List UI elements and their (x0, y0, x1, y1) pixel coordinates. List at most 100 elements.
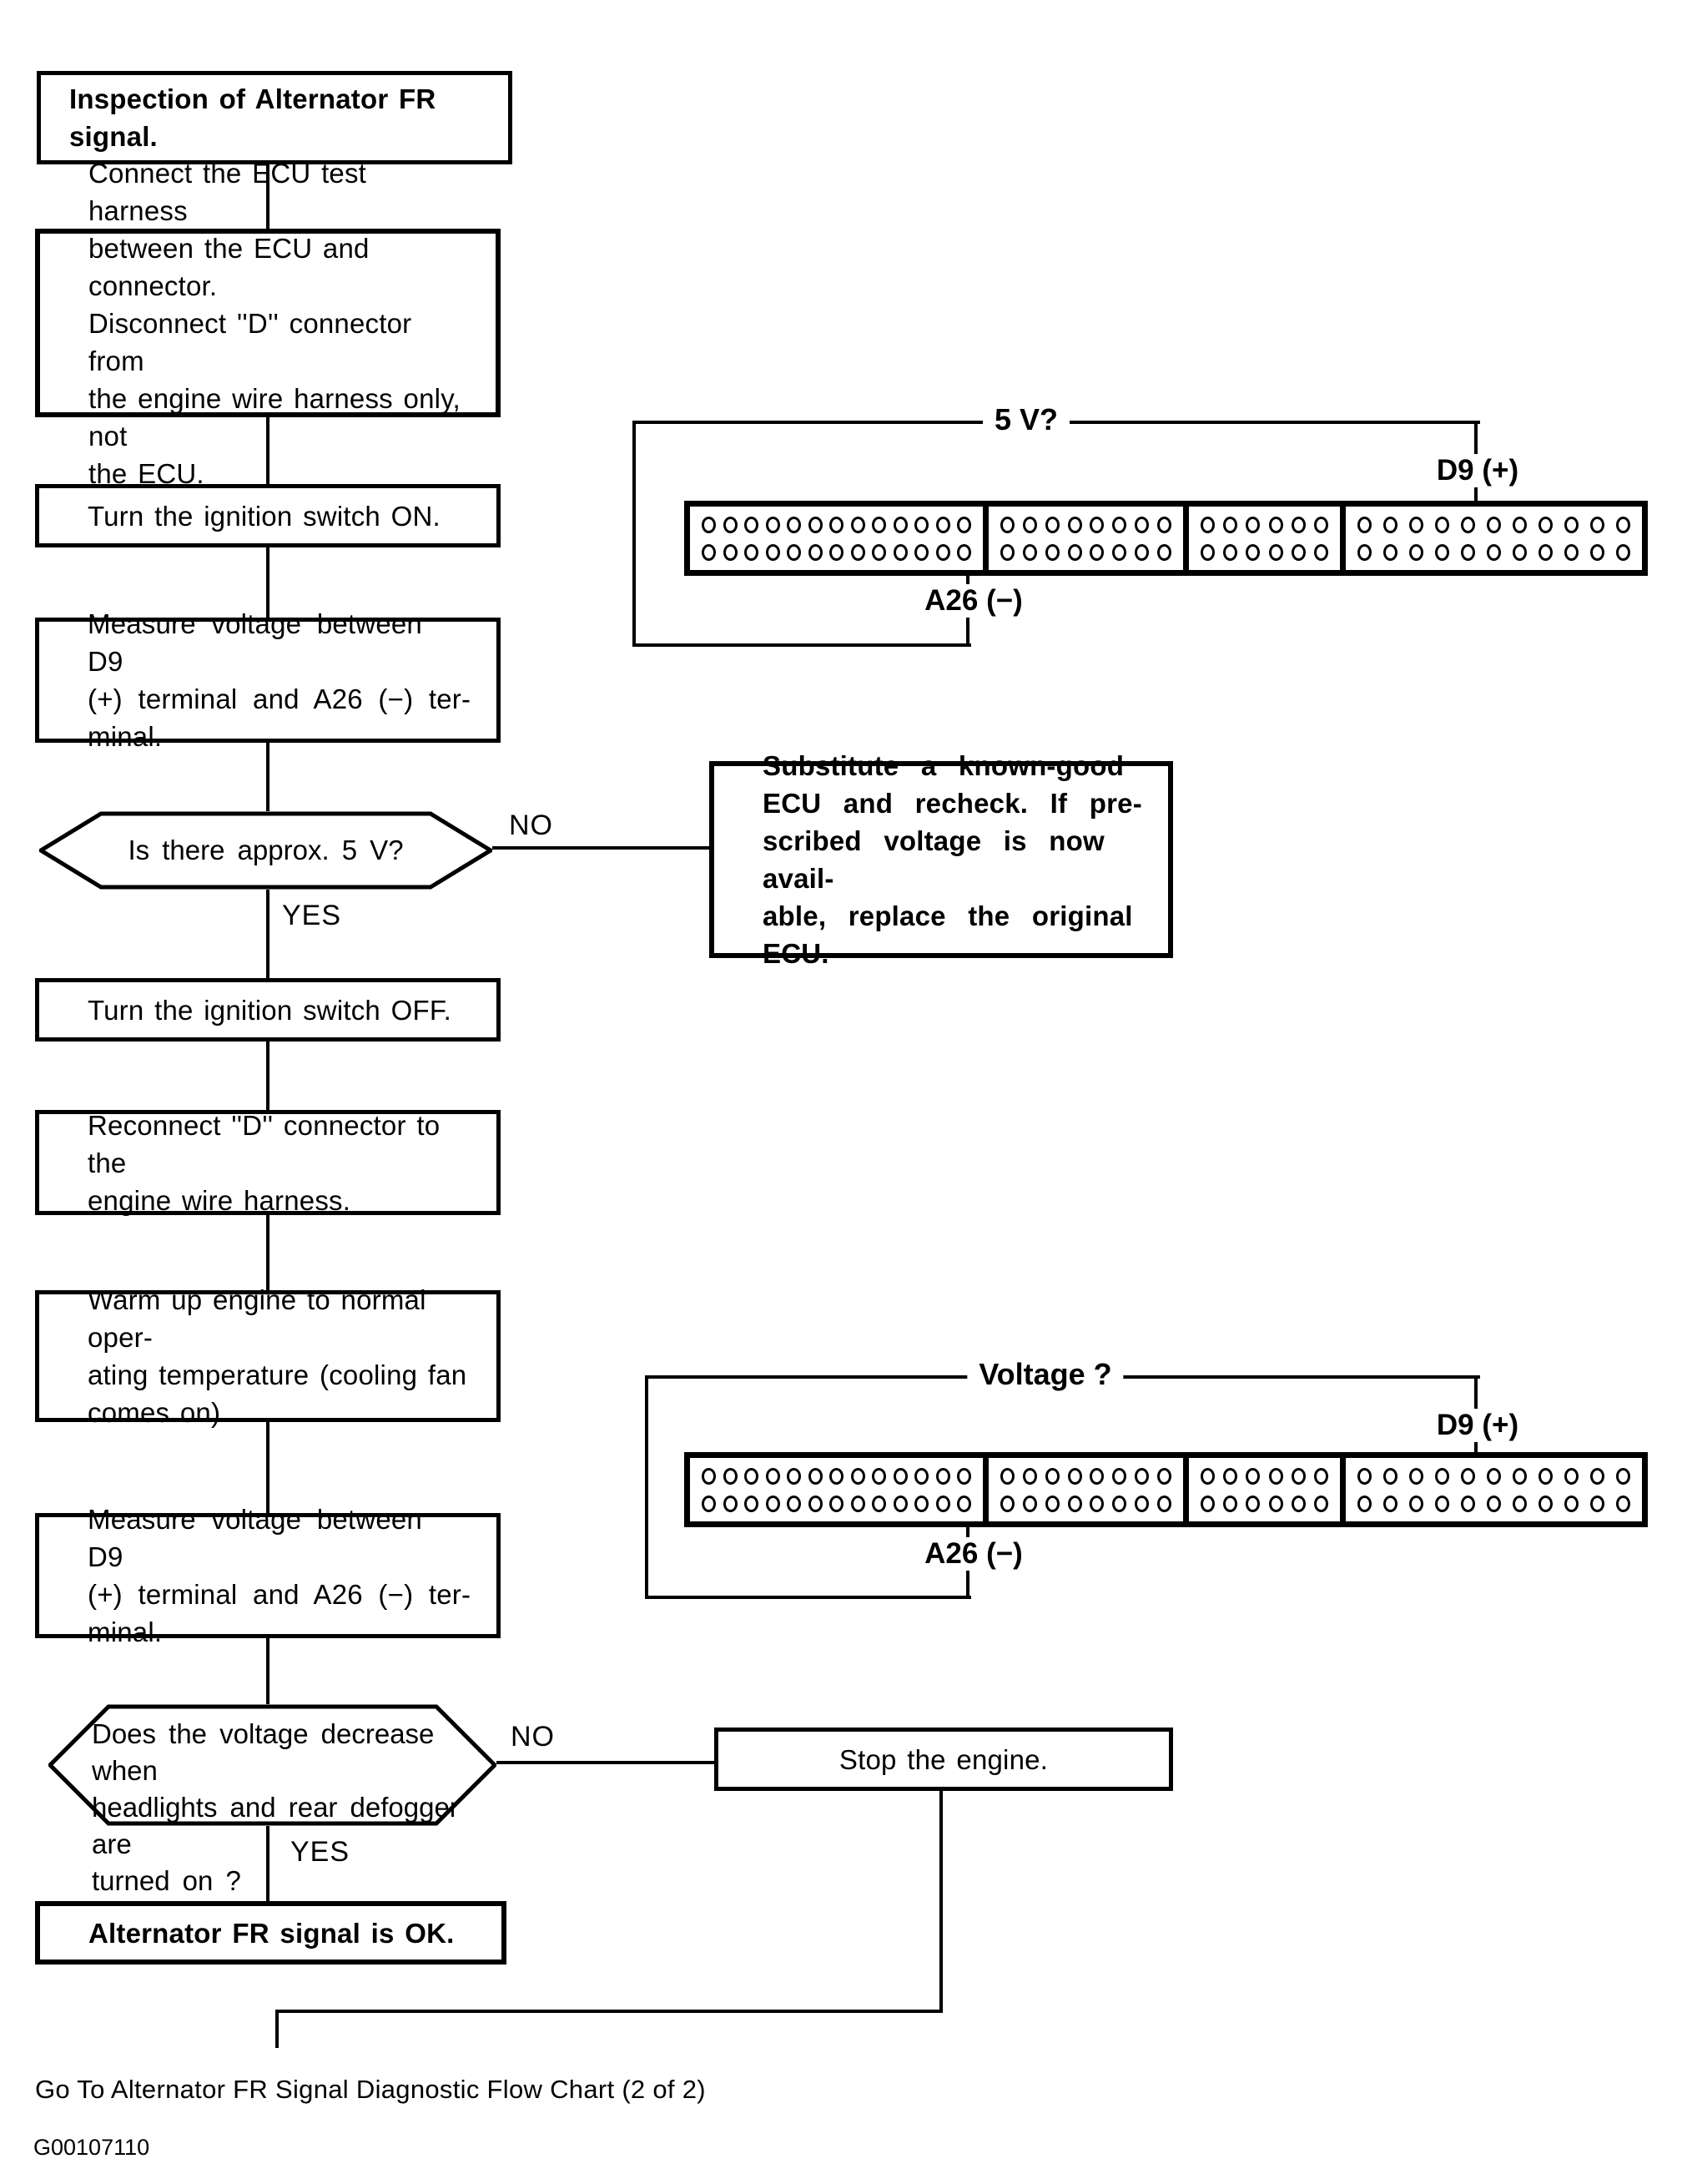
continuation-chart-reference: Go To Alternator FR Signal Diagnostic Fl… (35, 2075, 706, 2104)
pin-circle (1223, 516, 1238, 533)
continuation-line (275, 2010, 943, 2013)
pin-circle (957, 516, 971, 533)
pin-row (1357, 1462, 1630, 1490)
pin-circle (1461, 1495, 1475, 1512)
pin-circle (1090, 1495, 1105, 1512)
flow-line (266, 547, 269, 618)
pin-circle (744, 1467, 758, 1485)
continuation-line (275, 2010, 279, 2048)
pin-circle (1538, 516, 1553, 533)
pin-circle (1223, 1467, 1238, 1485)
pin-circle (1313, 1467, 1328, 1485)
pin-circle (829, 1495, 844, 1512)
pin-circle (1435, 1495, 1449, 1512)
step-text: Turn the ignition switch OFF. (88, 994, 451, 1026)
step-inspection-title: Inspection of Alternator FR signal. (37, 71, 512, 164)
pin-circle (1590, 1495, 1604, 1512)
pin-circle (1590, 516, 1604, 533)
decision-text: Does the voltage decrease when headlight… (92, 1718, 459, 1896)
pin-circle (872, 516, 886, 533)
step-warm-up-engine: Warm up engine to normal oper- ating tem… (35, 1284, 501, 1428)
pin-circle (1357, 543, 1372, 561)
connector-section (1189, 1458, 1346, 1521)
pin-circle (765, 1495, 780, 1512)
pin-circle (1045, 1495, 1060, 1512)
pin-circle (723, 1495, 738, 1512)
pin-circle (829, 516, 844, 533)
step-ignition-off: Turn the ignition switch OFF. (35, 978, 501, 1042)
step-measure-voltage-2: Measure voltage between D9 (+) terminal … (35, 1504, 501, 1647)
step-measure-voltage-1: Measure voltage between D9 (+) terminal … (35, 608, 501, 752)
pin-circle (1564, 516, 1579, 533)
pin-circle (1513, 1467, 1527, 1485)
connector-section (690, 507, 989, 570)
pin-circle (808, 1467, 823, 1485)
pin-circle (893, 1495, 908, 1512)
step-text: Alternator FR signal is OK. (88, 1917, 455, 1949)
pin-circle (957, 1495, 971, 1512)
ecu-connector-diagram-1 (684, 501, 1648, 576)
pin-row (1201, 1462, 1328, 1490)
pin-circle (723, 516, 738, 533)
pin-circle (1022, 516, 1037, 533)
pin-circle (1045, 543, 1060, 561)
pin-circle (1616, 1495, 1630, 1512)
pin-circle (1291, 1467, 1306, 1485)
step-text: Measure voltage between D9 (+) terminal … (88, 608, 471, 752)
pin-circle (1590, 543, 1604, 561)
pin-circle (1201, 1467, 1215, 1485)
pin-circle (765, 516, 780, 533)
pin-circle (1112, 1495, 1127, 1512)
step-text: Stop the engine. (838, 1743, 1049, 1775)
pin-circle (1383, 1467, 1397, 1485)
pin-row (1000, 1490, 1171, 1517)
pin-circle (829, 543, 844, 561)
pin-circle (1000, 543, 1015, 561)
pin-circle (1067, 543, 1082, 561)
connector-section (1346, 1458, 1642, 1521)
flow-line (266, 1215, 269, 1290)
continuation-line (939, 1791, 943, 2013)
flow-line (266, 1638, 269, 1704)
pin-circle (1246, 1495, 1261, 1512)
decision-text: Is there approx. 5 V? (128, 835, 404, 865)
step-text: Reconnect ''D'' connector to the engine … (88, 1109, 441, 1216)
pin-circle (1045, 516, 1060, 533)
pin-circle (702, 543, 716, 561)
pin-circle (872, 1495, 886, 1512)
pin-circle (935, 1467, 950, 1485)
d9-positive-pin-label: D9 (+) (1424, 454, 1531, 487)
connector-section (1189, 507, 1346, 570)
pin-circle (1067, 1467, 1082, 1485)
step-text: Turn the ignition switch ON. (88, 500, 441, 532)
pin-circle (1291, 1495, 1306, 1512)
pin-circle (850, 516, 865, 533)
pin-circle (1268, 1495, 1283, 1512)
pin-circle (1461, 543, 1475, 561)
pin-row (1000, 511, 1171, 538)
pin-circle (1112, 1467, 1127, 1485)
pin-circle (744, 516, 758, 533)
pin-circle (1313, 516, 1328, 533)
pin-circle (1223, 1495, 1238, 1512)
decision-voltage-decrease: Does the voltage decrease when headlight… (48, 1704, 496, 1896)
a26-negative-pin-label: A26 (−) (913, 1537, 1035, 1571)
pin-circle (1022, 1495, 1037, 1512)
pin-circle (1564, 1495, 1579, 1512)
hexagon-shape (48, 1704, 496, 1826)
measure-bracket-line (632, 643, 971, 647)
measure-bracket-line (632, 421, 636, 647)
no-branch-line (492, 846, 709, 850)
pin-circle (702, 516, 716, 533)
pin-circle (893, 543, 908, 561)
pin-circle (808, 1495, 823, 1512)
pin-row (702, 538, 971, 566)
pin-row (1357, 1490, 1630, 1517)
pin-circle (1090, 543, 1105, 561)
pin-circle (1409, 1495, 1423, 1512)
pin-circle (850, 1495, 865, 1512)
pin-circle (1564, 1467, 1579, 1485)
pin-circle (765, 543, 780, 561)
pin-row (702, 1490, 971, 1517)
